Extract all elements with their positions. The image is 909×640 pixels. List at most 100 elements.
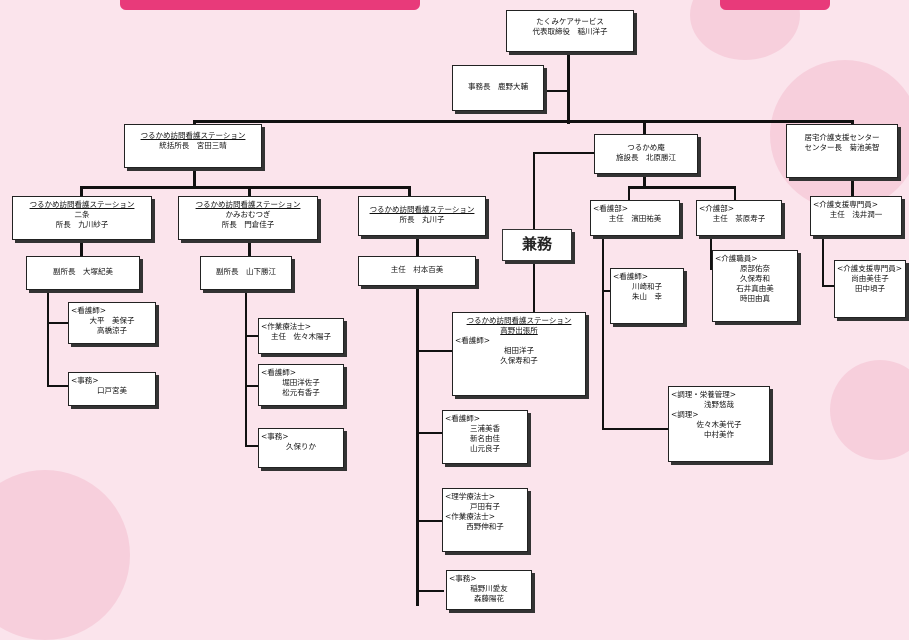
nijo-nurse-item: 大平 美保子 [89, 316, 135, 325]
connector-line [80, 186, 410, 189]
connector-line [533, 262, 535, 312]
home-care-title: <介護部> [699, 204, 735, 213]
connector-line [245, 335, 259, 337]
homecare-cm-title: <介護支援専門員> [813, 200, 879, 209]
connector-line [602, 236, 604, 430]
home-box: つるかめ庵 施設長 北原勝江 [594, 134, 698, 174]
executive-name: 事務長 鹿野大輔 [468, 82, 528, 91]
connector-line [734, 186, 736, 200]
connector-line [602, 428, 670, 430]
homecare-helper-box: <介護支援専門員> 尚由美佳子 田中頃子 [834, 260, 906, 318]
kamimachi-deputy-box: 副所長 山下勝江 [200, 256, 292, 290]
connector-line [533, 152, 595, 154]
home-nursing-title: <看護部> [593, 204, 629, 213]
center-ot-item: 西野伸和子 [466, 522, 504, 531]
connector-line [416, 432, 444, 434]
center-nurse-item: 山元良子 [470, 444, 500, 453]
center-nurse-item: 新名由佳 [470, 434, 500, 443]
connector-line [80, 240, 83, 258]
home-cook-staff-item: 佐々木美代子 [696, 420, 742, 429]
nijo-branch: 二条 [74, 210, 90, 219]
center-nurse-box: <看護師> 三浦美香 新名由佳 山元良子 [442, 410, 528, 464]
nijo-nurse-box: <看護師> 大平 美保子 高橋涼子 [68, 302, 156, 344]
center-sub-branch: 高野出張所 [500, 326, 538, 335]
nijo-clerk-title: <事務> [71, 376, 99, 385]
homecare-head: センター長 菊池美智 [804, 143, 880, 152]
connector-line [416, 286, 419, 606]
kamimachi-deputy: 副所長 山下勝江 [216, 267, 276, 276]
kamimachi-station-name: つるかめ訪問看護ステーション [195, 200, 301, 209]
kamimachi-nurse-title: <看護師> [261, 368, 297, 377]
homecare-name: 居宅介護支援センター [804, 133, 880, 142]
kamimachi-nurse-item: 松元有香子 [282, 388, 320, 397]
connector-line [822, 285, 836, 287]
connector-line [543, 90, 569, 92]
connector-line [416, 350, 454, 352]
center-ot-title: <作業療法士> [445, 512, 496, 521]
nijo-deputy: 副所長 大塚紀美 [53, 267, 113, 276]
main-station-box: つるかめ訪問看護ステーション 統括所長 宮田三晴 [124, 124, 262, 168]
center-sub-box: つるかめ訪問看護ステーション 高野出張所 <看護師> 相田洋子 久保寿和子 [452, 312, 586, 396]
main-station-name: つるかめ訪問看護ステーション [140, 131, 246, 140]
home-nursing-staff-item: 朱山 幸 [632, 292, 662, 301]
home-nursing-staff-box: <看護師> 川崎和子 朱山 幸 [610, 268, 684, 324]
nijo-deputy-box: 副所長 大塚紀美 [26, 256, 140, 290]
kamimachi-ot-item: 主任 佐々木陽子 [271, 332, 331, 341]
center-station-name: つるかめ訪問看護ステーション [369, 205, 475, 214]
center-clerk-item: 森藤陽花 [474, 594, 504, 603]
connector-line [628, 186, 736, 189]
center-clerk-item: 稲野川愛友 [470, 584, 508, 593]
home-cook-staff-item: 中村美作 [704, 430, 734, 439]
home-name: つるかめ庵 [627, 143, 665, 152]
center-chief-box: 主任 村本百美 [358, 256, 476, 286]
kamimachi-nurse-item: 堀田洋佐子 [282, 378, 320, 387]
center-pt-box: <理学療法士> 戸田有子 <作業療法士> 西野伸和子 [442, 488, 528, 552]
connector-line [416, 520, 444, 522]
kamimachi-ot-box: <作業療法士> 主任 佐々木陽子 [258, 318, 344, 354]
nijo-clerk-item: 口戸宮美 [97, 386, 127, 395]
connector-line [533, 152, 535, 230]
connector-line [416, 590, 444, 592]
kamimachi-branch: かみおむつぎ [225, 210, 271, 219]
homecare-helper-item: 尚由美佳子 [851, 274, 889, 283]
center-sub-title: <看護師> [455, 336, 491, 345]
connector-line [47, 385, 69, 387]
homecare-helper-item: 田中頃子 [855, 284, 885, 293]
nijo-nurse-title: <看護師> [71, 306, 107, 315]
connector-line [628, 186, 630, 200]
kamimachi-nurse-box: <看護師> 堀田洋佐子 松元有香子 [258, 364, 344, 406]
connector-line [643, 174, 646, 188]
connector-line [408, 186, 411, 196]
homecare-cm-item: 主任 浅井潤一 [829, 210, 883, 219]
home-nursing-chief: 主任 濱田祐美 [608, 214, 662, 223]
center-pt-item: 戸田有子 [470, 502, 500, 511]
nijo-clerk-box: <事務> 口戸宮美 [68, 372, 156, 406]
center-station-box: つるかめ訪問看護ステーション 所長 丸川子 [358, 196, 486, 236]
connector-line [710, 236, 712, 270]
company-name: たくみケアサービス [536, 17, 604, 26]
home-nursing-box: <看護部> 主任 濱田祐美 [590, 200, 680, 236]
connector-line [193, 120, 853, 123]
kamimachi-clerk-box: <事務> 久保りか [258, 428, 344, 468]
center-sub-name: つるかめ訪問看護ステーション [466, 316, 572, 325]
executive-box: 事務長 鹿野大輔 [452, 65, 544, 111]
home-care-staff-item: 久保寿和 [740, 274, 770, 283]
connector-line [567, 52, 570, 124]
header-banner [120, 0, 420, 10]
president-box: たくみケアサービス 代表取締役 稲川洋子 [506, 10, 634, 52]
homecare-cm-box: <介護支援専門員> 主任 浅井潤一 [810, 196, 902, 236]
kamimachi-clerk-item: 久保りか [286, 442, 316, 451]
president-name: 代表取締役 稲川洋子 [532, 27, 608, 36]
nijo-nurse-item: 高橋涼子 [97, 326, 127, 335]
connector-line [193, 168, 196, 188]
home-cook-box: <調理・栄養管理> 浅野悠哉 <調理> 佐々木美代子 中村美作 [668, 386, 770, 462]
header-banner [720, 0, 830, 10]
kamimachi-ot-title: <作業療法士> [261, 322, 312, 331]
connector-line [47, 290, 49, 386]
connector-line [248, 186, 251, 196]
home-cook-title: <調理・栄養管理> [671, 390, 737, 399]
home-care-staff-item: 原部佑奈 [740, 264, 770, 273]
home-nursing-staff-title: <看護師> [613, 272, 649, 281]
home-nursing-staff-item: 川崎和子 [632, 282, 662, 291]
connector-line [851, 178, 854, 196]
